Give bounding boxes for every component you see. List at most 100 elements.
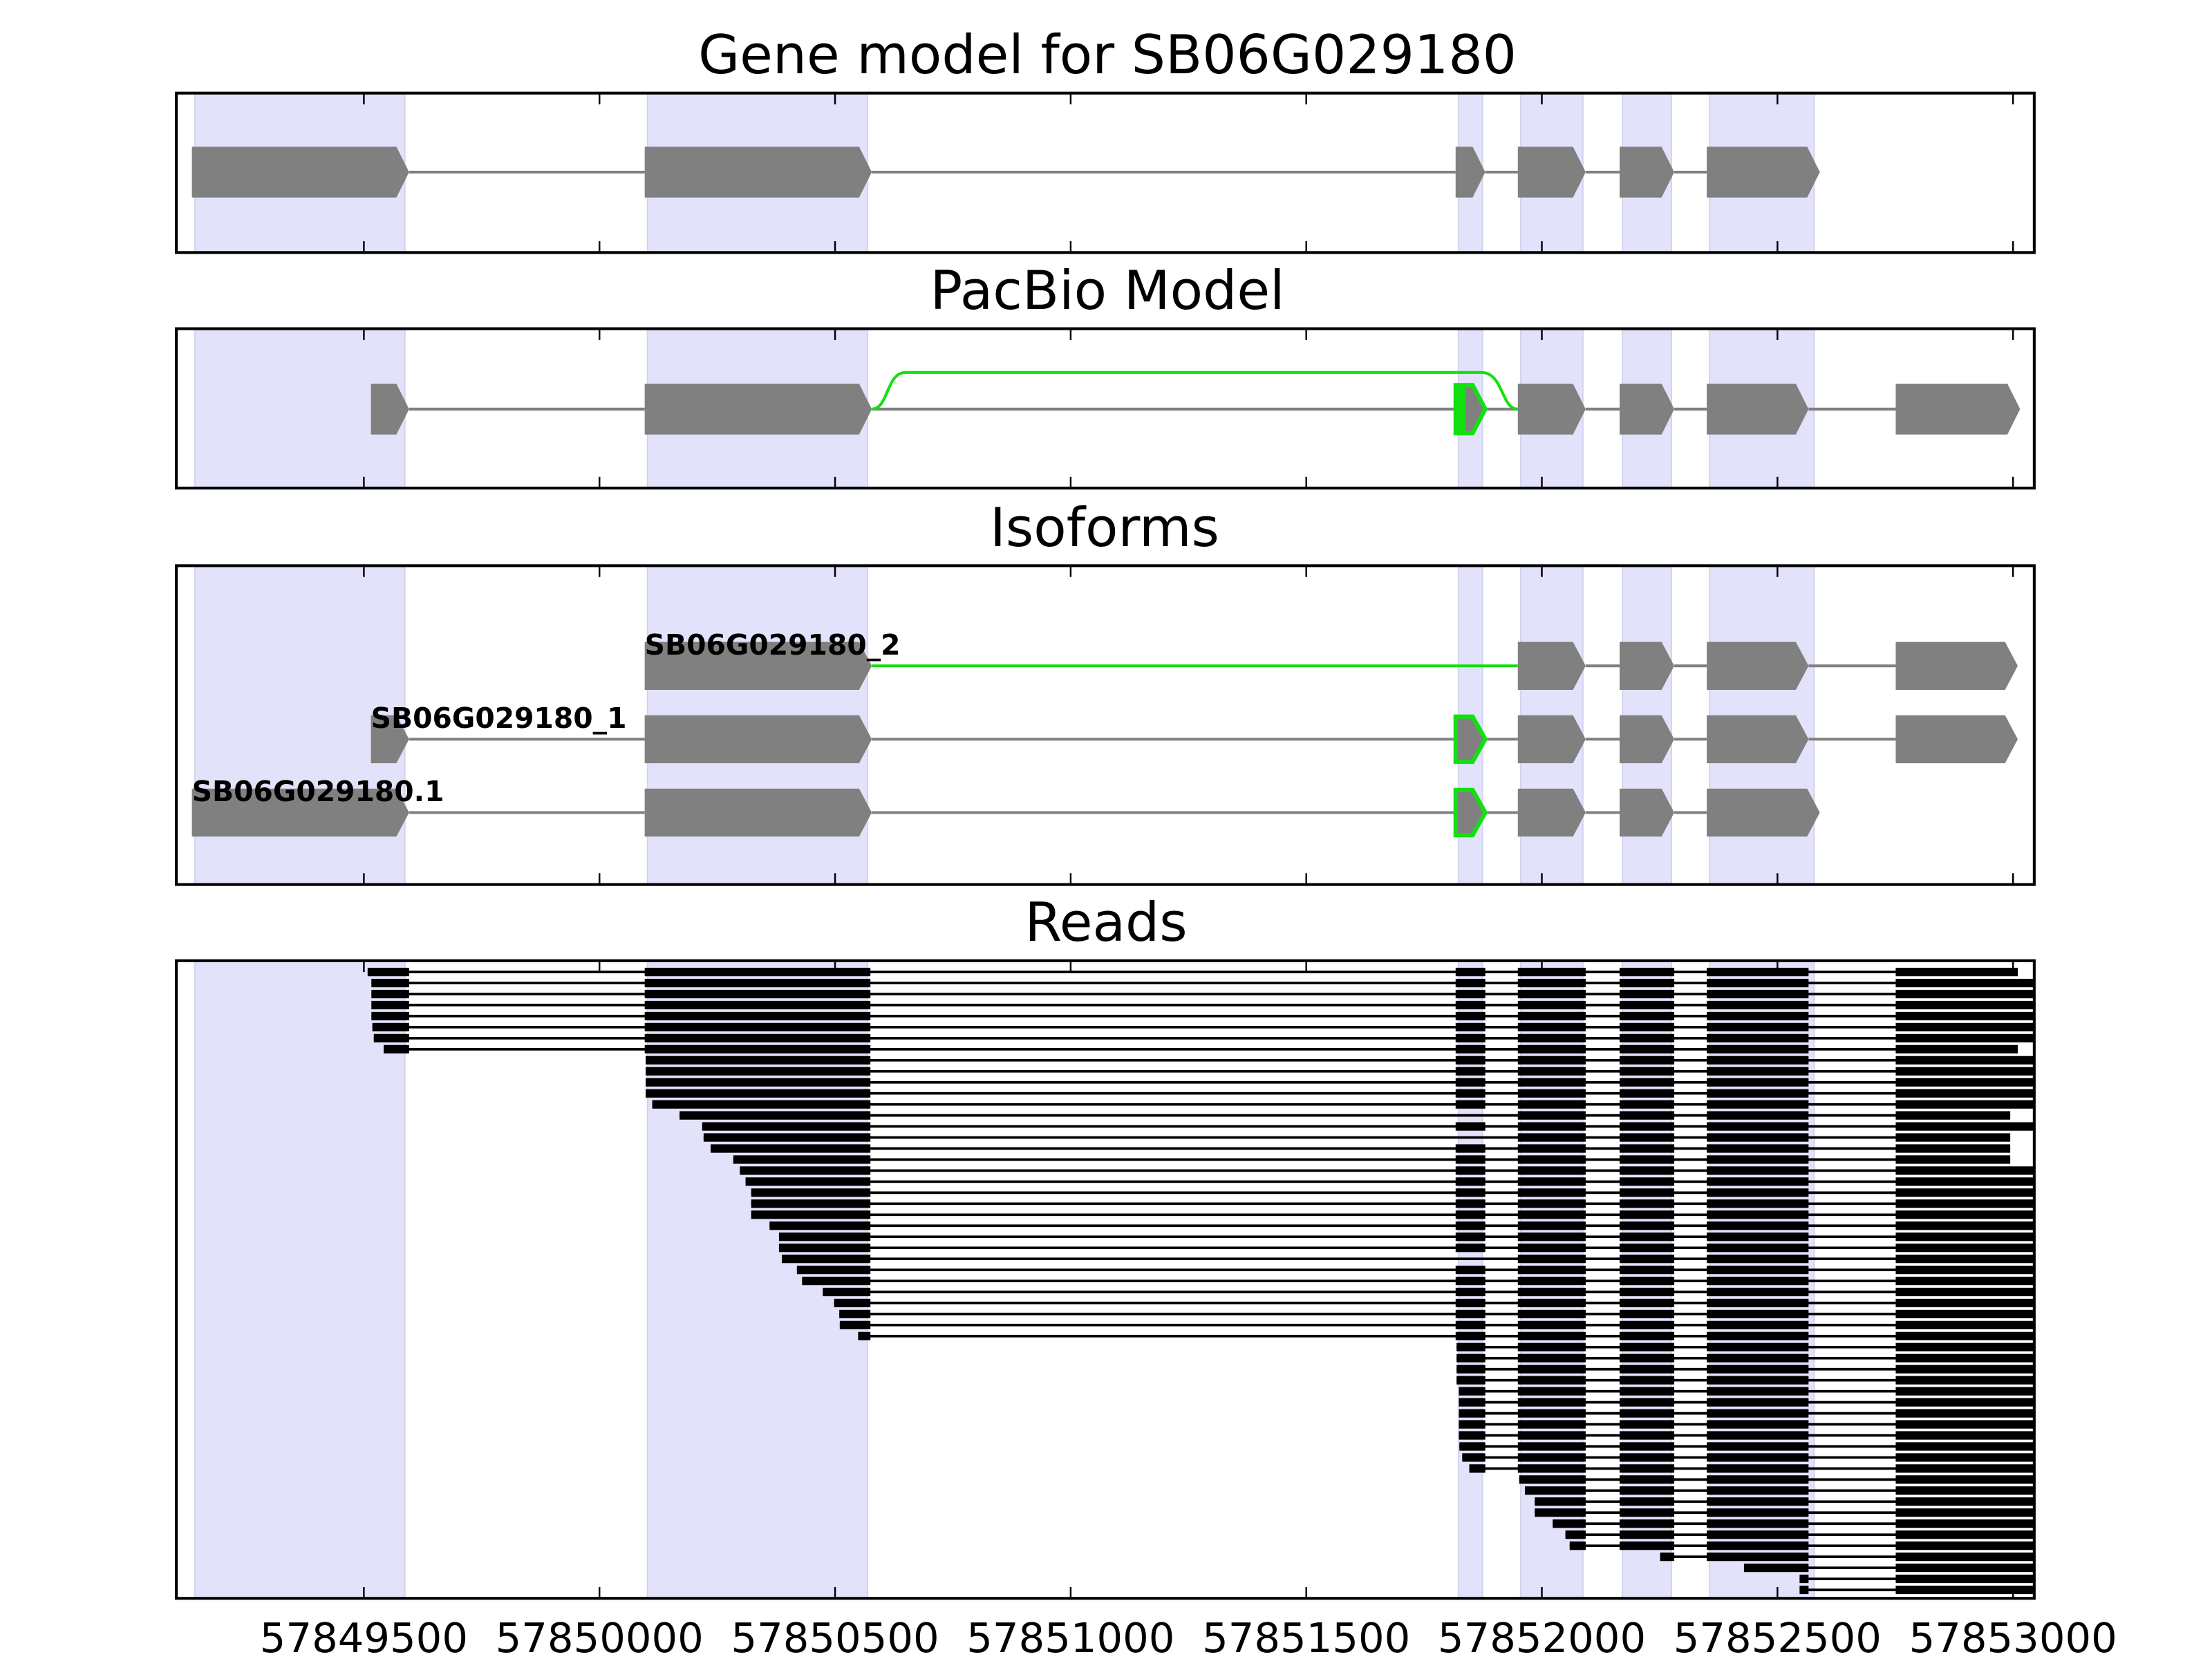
read-block: [834, 1298, 871, 1308]
read-block: [1455, 1232, 1485, 1241]
read-block: [1620, 1475, 1675, 1484]
novel-exon-arrow: [1453, 787, 1488, 838]
read-block: [1707, 1188, 1809, 1197]
read: [1459, 1431, 2034, 1440]
isoform-track: SB06G029180_1: [371, 702, 2018, 765]
exon-arrow: [1707, 641, 1809, 690]
read: [740, 1166, 2034, 1175]
read-block: [1455, 1309, 1485, 1319]
read-block: [1707, 1044, 1809, 1053]
read: [367, 968, 2018, 977]
read-block: [1455, 1033, 1485, 1043]
read-block: [644, 978, 871, 988]
read: [1456, 1353, 2034, 1362]
read-block: [703, 1133, 871, 1142]
read-block: [1517, 1320, 1586, 1330]
panel-title-reads: Reads: [1024, 892, 1187, 954]
read-block: [1707, 1376, 1809, 1385]
read-block: [1620, 1000, 1675, 1010]
read-block: [1620, 1155, 1675, 1164]
read-block: [1620, 1497, 1675, 1506]
read-block: [1620, 1166, 1675, 1175]
read-block: [1895, 1199, 2034, 1208]
read-block: [1620, 1365, 1675, 1374]
read-block: [1707, 1133, 1809, 1142]
read-block: [1517, 1022, 1586, 1032]
read-block: [1707, 1022, 1809, 1032]
exon-arrow: [1517, 147, 1586, 198]
read-block: [1459, 1387, 1485, 1396]
read: [371, 989, 2034, 999]
read-block: [1462, 1453, 1485, 1462]
read-block: [1459, 1398, 1485, 1407]
read-block: [1455, 1067, 1485, 1076]
read-block: [751, 1188, 871, 1197]
read-block: [1895, 1056, 2034, 1065]
read-block: [1517, 1376, 1586, 1385]
read-block: [1455, 1320, 1485, 1330]
read-block: [1707, 1244, 1809, 1253]
read-block: [1895, 1000, 2034, 1010]
read: [839, 1309, 2034, 1319]
read-block: [1895, 1276, 2034, 1286]
read-block: [644, 1011, 871, 1021]
read-block: [1456, 1342, 1485, 1351]
read-block: [1895, 1398, 2034, 1407]
read-block: [1517, 1309, 1586, 1319]
read-block: [1620, 989, 1675, 999]
axes-frame: [175, 91, 2036, 254]
read-block: [1620, 1541, 1675, 1550]
isoform-label: SB06G029180.1: [192, 775, 444, 808]
read: [1459, 1409, 2034, 1418]
read: [834, 1298, 2034, 1308]
read-block: [1620, 1298, 1675, 1308]
read-block: [1620, 1100, 1675, 1109]
exon-arrow: [1707, 147, 1820, 198]
read-block: [1707, 1166, 1809, 1175]
read-block: [1620, 1342, 1675, 1351]
exon-arrow: [1707, 384, 1809, 435]
read-block: [1620, 1188, 1675, 1197]
read-block: [1620, 1331, 1675, 1340]
read-block: [839, 1320, 871, 1330]
read: [751, 1210, 2034, 1219]
read: [1565, 1530, 2034, 1539]
read-block: [646, 1056, 871, 1065]
exon-arrow: [644, 641, 872, 690]
read-block: [1517, 1155, 1586, 1164]
read-block: [1707, 1519, 1809, 1528]
read: [1462, 1453, 2034, 1462]
read-block: [1455, 1265, 1485, 1275]
exon-arrow: [1895, 384, 2021, 435]
read-block: [1517, 1210, 1586, 1219]
read-block: [1517, 1232, 1586, 1241]
read-block: [1517, 1144, 1586, 1153]
read-block: [1620, 1309, 1675, 1319]
read-block: [751, 1210, 871, 1219]
read-block: [1517, 1431, 1586, 1440]
read: [702, 1122, 2034, 1131]
read-block: [1455, 1221, 1485, 1230]
read: [1456, 1376, 2034, 1385]
read: [751, 1199, 2034, 1208]
read-block: [1707, 1122, 1809, 1131]
read-block: [1895, 1563, 2034, 1573]
read: [1524, 1486, 2034, 1495]
read-block: [1707, 1155, 1809, 1164]
axes-frame: [175, 564, 2036, 886]
read-block: [1455, 1078, 1485, 1087]
read-block: [1459, 1431, 1485, 1440]
read-block: [1517, 1287, 1586, 1297]
exon-shade-region: [194, 960, 406, 1599]
read: [371, 978, 2034, 988]
read-block: [1517, 1221, 1586, 1230]
read-block: [1455, 1331, 1485, 1340]
read-block: [1517, 1464, 1586, 1473]
read-block: [1707, 1287, 1809, 1297]
read-block: [1895, 1376, 2034, 1385]
read-block: [1517, 1044, 1586, 1053]
read-block: [1517, 1133, 1586, 1142]
read-block: [1707, 1056, 1809, 1065]
read-block: [1895, 1255, 2034, 1264]
read-block: [1707, 1177, 1809, 1186]
